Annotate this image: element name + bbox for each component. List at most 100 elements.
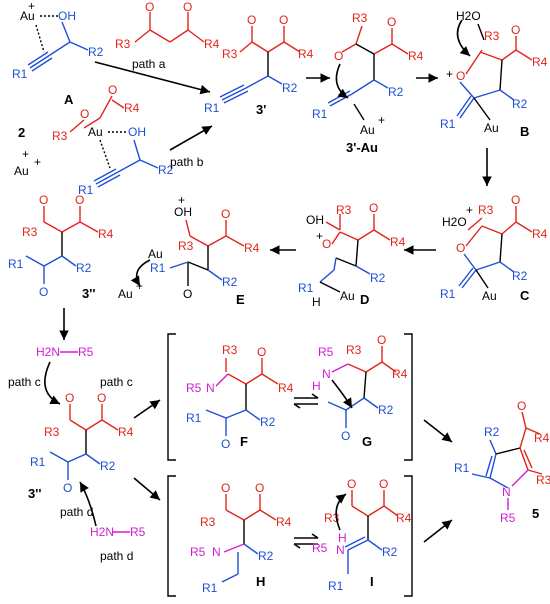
svg-text:R1: R1: [78, 183, 94, 197]
svg-text:+: +: [28, 0, 35, 13]
svg-text:O: O: [279, 13, 288, 27]
svg-text:R2: R2: [158, 163, 174, 177]
svg-text:O: O: [322, 237, 331, 251]
svg-text:O: O: [334, 49, 343, 63]
svg-text:R4: R4: [532, 227, 548, 241]
svg-text:O: O: [511, 193, 520, 207]
svg-text:N: N: [322, 367, 331, 381]
svg-text:F: F: [240, 434, 248, 449]
svg-text:O: O: [80, 107, 89, 121]
svg-text:N: N: [336, 543, 345, 557]
svg-text:R3: R3: [336, 203, 352, 217]
svg-text:R3: R3: [115, 37, 131, 51]
intermediate-e: + OH O R4 R3 R2 O R1 Au E: [148, 193, 260, 307]
svg-text:R5: R5: [186, 381, 202, 395]
svg-text:R1: R1: [440, 117, 456, 131]
svg-text:A: A: [64, 92, 74, 107]
svg-text:R2: R2: [282, 81, 298, 95]
svg-text:Au: Au: [118, 287, 133, 301]
svg-text:R2: R2: [222, 275, 238, 289]
svg-text:R4: R4: [392, 367, 408, 381]
svg-text:O: O: [387, 15, 396, 29]
svg-text:OH: OH: [128, 125, 146, 139]
svg-text:R2: R2: [484, 425, 500, 439]
svg-text:+: +: [178, 193, 185, 207]
svg-text:R4: R4: [118, 425, 134, 439]
svg-text:O: O: [108, 83, 117, 97]
svg-text:H2O: H2O: [442, 215, 467, 229]
svg-text:O: O: [517, 399, 526, 413]
svg-text:R2: R2: [388, 85, 404, 99]
compound-2-label: 2: [18, 125, 25, 140]
svg-text:R4: R4: [298, 47, 314, 61]
svg-text:R3: R3: [536, 473, 550, 487]
svg-text:R2: R2: [258, 549, 274, 563]
svg-text:R3: R3: [178, 239, 194, 253]
path-c-label-2: path c: [100, 375, 133, 389]
svg-text:O: O: [511, 23, 520, 37]
svg-text:O: O: [456, 69, 465, 83]
svg-text:O: O: [221, 207, 230, 221]
svg-text:R4: R4: [534, 431, 550, 445]
dicarbonyl-reagent: R3 O O R4: [115, 0, 220, 51]
intermediate-h: O R3 O R4 R2 N R5 R1 H: [190, 481, 292, 595]
svg-text:R3: R3: [44, 425, 60, 439]
svg-text:R1: R1: [454, 461, 470, 475]
svg-text:O: O: [221, 437, 230, 451]
svg-text:+: +: [466, 203, 473, 217]
svg-text:O: O: [75, 193, 84, 207]
arrow-path-b: [169, 125, 213, 151]
svg-text:OH: OH: [174, 205, 192, 219]
svg-text:O: O: [257, 345, 266, 359]
compound-3pp-bottom: O R3 O R4 R2 O R1 3'': [28, 391, 134, 501]
svg-text:R2: R2: [100, 459, 116, 473]
svg-text:3': 3': [256, 102, 266, 117]
path-d-label-1: path d: [60, 505, 93, 519]
svg-text:R1: R1: [202, 581, 218, 595]
oh-group: OH: [58, 9, 76, 23]
svg-text:E: E: [236, 292, 245, 307]
svg-text:+: +: [34, 155, 41, 169]
svg-text:H: H: [256, 574, 265, 589]
bracket-hi: [167, 475, 413, 597]
svg-text:H: H: [338, 531, 347, 545]
svg-text:R2: R2: [260, 415, 276, 429]
svg-text:O: O: [341, 429, 350, 443]
svg-text:OH: OH: [306, 213, 324, 227]
svg-text:Au: Au: [360, 123, 375, 137]
amine-top: H2N: [36, 345, 60, 359]
svg-text:O: O: [65, 391, 74, 405]
svg-text:+: +: [22, 147, 29, 161]
svg-text:Au: Au: [482, 289, 497, 303]
svg-text:I: I: [370, 574, 374, 589]
svg-text:O: O: [456, 241, 465, 255]
svg-text:Au: Au: [340, 289, 355, 303]
svg-text:R4: R4: [124, 101, 140, 115]
svg-text:O: O: [183, 287, 192, 301]
svg-text:O: O: [63, 481, 72, 495]
svg-text:R5: R5: [312, 541, 328, 555]
svg-text:D: D: [360, 292, 369, 307]
svg-text:R3: R3: [484, 29, 500, 43]
svg-text:Au: Au: [88, 125, 103, 139]
intermediate-f: R5 N R3 O R4 R2 O R1 F: [186, 343, 294, 451]
svg-text:R5: R5: [78, 345, 94, 359]
intermediate-i: O R3 O R4 R2 N H R5 R1 I: [312, 477, 412, 593]
svg-text:H2O: H2O: [456, 9, 481, 23]
svg-text:R2: R2: [88, 45, 104, 59]
svg-text:N: N: [206, 381, 215, 395]
svg-text:G: G: [362, 434, 372, 449]
svg-text:Au: Au: [484, 121, 499, 135]
svg-text:5: 5: [532, 506, 539, 521]
svg-text:R3: R3: [478, 203, 494, 217]
intermediate-b: H2O R3 + O O R4 R2 R1 Au B: [440, 9, 548, 139]
svg-text:R4: R4: [408, 49, 424, 63]
svg-text:H: H: [312, 295, 321, 309]
svg-text:R5: R5: [190, 545, 206, 559]
svg-text:O: O: [347, 477, 356, 491]
svg-text:R3: R3: [346, 343, 362, 357]
svg-text:+: +: [316, 229, 323, 243]
svg-text:R4: R4: [390, 235, 406, 249]
svg-text:R2: R2: [370, 271, 386, 285]
